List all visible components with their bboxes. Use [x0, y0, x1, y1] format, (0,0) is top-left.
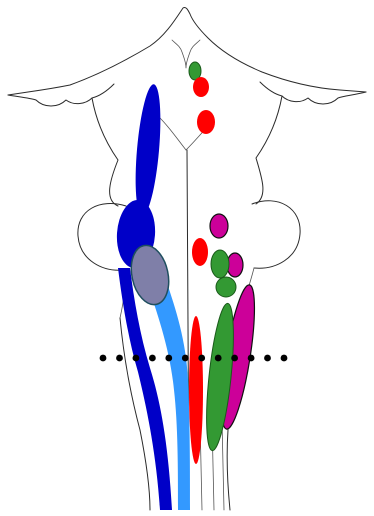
long-red-column	[189, 316, 203, 464]
top-contour	[8, 7, 366, 95]
dot	[248, 355, 255, 362]
middle-red-oval	[197, 110, 215, 134]
upper-magenta-oval	[210, 214, 228, 238]
small-green-oval-lower	[216, 277, 236, 297]
dot	[215, 355, 222, 362]
cord-line-3	[222, 420, 224, 510]
dot	[149, 355, 156, 362]
dot	[100, 355, 107, 362]
dot	[182, 355, 189, 362]
dot	[264, 355, 271, 362]
dot	[198, 355, 205, 362]
lower-red-oval	[192, 238, 208, 266]
left-upper-lobe	[8, 84, 114, 106]
right-body-edge	[256, 96, 282, 204]
dot	[133, 355, 140, 362]
dot	[116, 355, 123, 362]
right-upper-lobe	[260, 82, 366, 104]
dot	[231, 355, 238, 362]
left-body-edge	[92, 98, 118, 206]
upper-red-oval	[193, 77, 209, 97]
blue-tracts	[115, 83, 190, 510]
dot	[281, 355, 288, 362]
green-oval	[211, 250, 229, 278]
dot	[165, 355, 172, 362]
tall-blue-column	[131, 83, 164, 216]
nuclei	[189, 62, 261, 464]
right-bulge	[252, 201, 300, 268]
